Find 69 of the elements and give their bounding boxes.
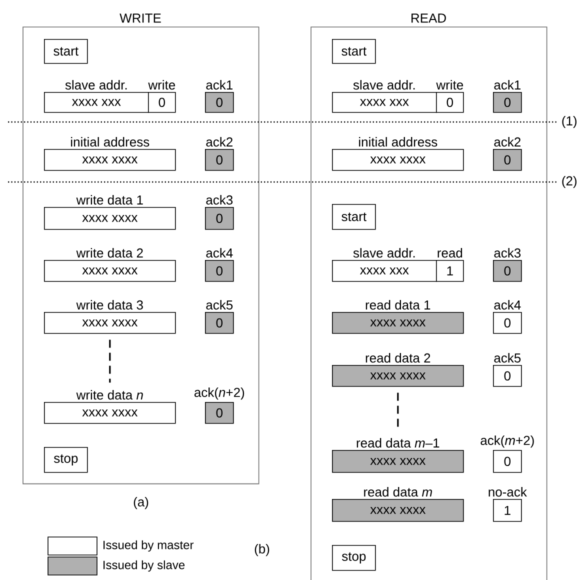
field-box: 0 <box>493 312 522 334</box>
command-box: start <box>332 39 376 64</box>
field-label: ack4 <box>494 300 521 310</box>
panel-label: (b) <box>254 544 270 556</box>
field-label: ack5 <box>206 300 233 310</box>
field-box: xxxx xxxx <box>332 149 464 171</box>
field-box: xxxx xxxx <box>332 450 464 473</box>
field-label: read data 2 <box>366 353 430 363</box>
panel-title: READ <box>412 14 446 23</box>
field-box: 0 <box>205 402 234 424</box>
separator-label: (1) <box>562 116 576 128</box>
command-box: start <box>332 204 376 230</box>
field-label: ack4 <box>206 248 233 258</box>
field-box: 0 <box>436 92 464 113</box>
panel-title: WRITE <box>120 14 161 23</box>
field-box: xxxx xxxx <box>332 312 464 334</box>
field-label: ack(m+2) <box>480 436 534 448</box>
field-box: 0 <box>493 450 522 473</box>
field-label: ack2 <box>206 137 232 147</box>
field-box: xxxx xxxx <box>332 365 464 387</box>
field-label: slave addr. <box>353 248 415 258</box>
field-label: write <box>436 80 464 90</box>
field-label: slave addr. <box>65 80 127 90</box>
field-label: write <box>148 80 176 90</box>
field-box: 1 <box>436 260 464 282</box>
field-label: no-ack <box>488 487 527 497</box>
field-box: 0 <box>205 260 234 282</box>
field-box: xxxx xxxx <box>44 207 176 230</box>
field-label: ack3 <box>206 195 233 205</box>
field-box: 0 <box>493 365 522 387</box>
field-box: xxxx xxxx <box>44 402 176 424</box>
field-label: read data m–1 <box>356 438 440 448</box>
field-label: read data 1 <box>366 300 430 310</box>
field-label: read <box>438 248 462 258</box>
field-label: read data m <box>364 487 432 497</box>
separator-label: (2) <box>562 176 576 188</box>
field-label: write data 1 <box>76 195 143 205</box>
field-label: initial address <box>359 137 438 147</box>
field-box: 0 <box>493 92 522 113</box>
field-box: 0 <box>205 207 234 230</box>
field-label: write data 3 <box>76 300 143 310</box>
field-label: write data n <box>76 390 143 400</box>
field-box: 0 <box>205 92 234 113</box>
command-box: start <box>44 39 88 64</box>
field-box: 0 <box>493 260 522 282</box>
field-label: write data 2 <box>76 248 143 258</box>
command-box: stop <box>44 447 88 473</box>
field-label: ack1 <box>206 80 232 90</box>
legend-text: Issued by slave <box>104 560 185 572</box>
legend-text: Issued by master <box>104 540 194 552</box>
field-label: ack3 <box>494 248 521 258</box>
field-box: xxxx xxxx <box>332 499 464 522</box>
field-label: ack5 <box>494 353 521 363</box>
field-box: 1 <box>493 499 522 522</box>
panel-label: (a) <box>134 496 148 510</box>
field-label: ack2 <box>494 137 520 147</box>
field-box: xxxx xxxx <box>44 260 176 282</box>
field-label: ack1 <box>494 80 520 90</box>
field-label: initial address <box>71 137 150 147</box>
ellipsis-line <box>109 340 111 383</box>
field-label: ack(n+2) <box>194 387 244 400</box>
field-box: 0 <box>148 92 176 113</box>
field-box: xxxx xxxx <box>44 149 176 171</box>
field-box: 0 <box>205 312 234 334</box>
command-box: stop <box>332 545 376 571</box>
field-label: slave addr. <box>353 80 415 90</box>
field-box: 0 <box>493 149 522 171</box>
field-box: xxxx xxxx <box>44 312 176 334</box>
field-box: 0 <box>205 149 234 171</box>
